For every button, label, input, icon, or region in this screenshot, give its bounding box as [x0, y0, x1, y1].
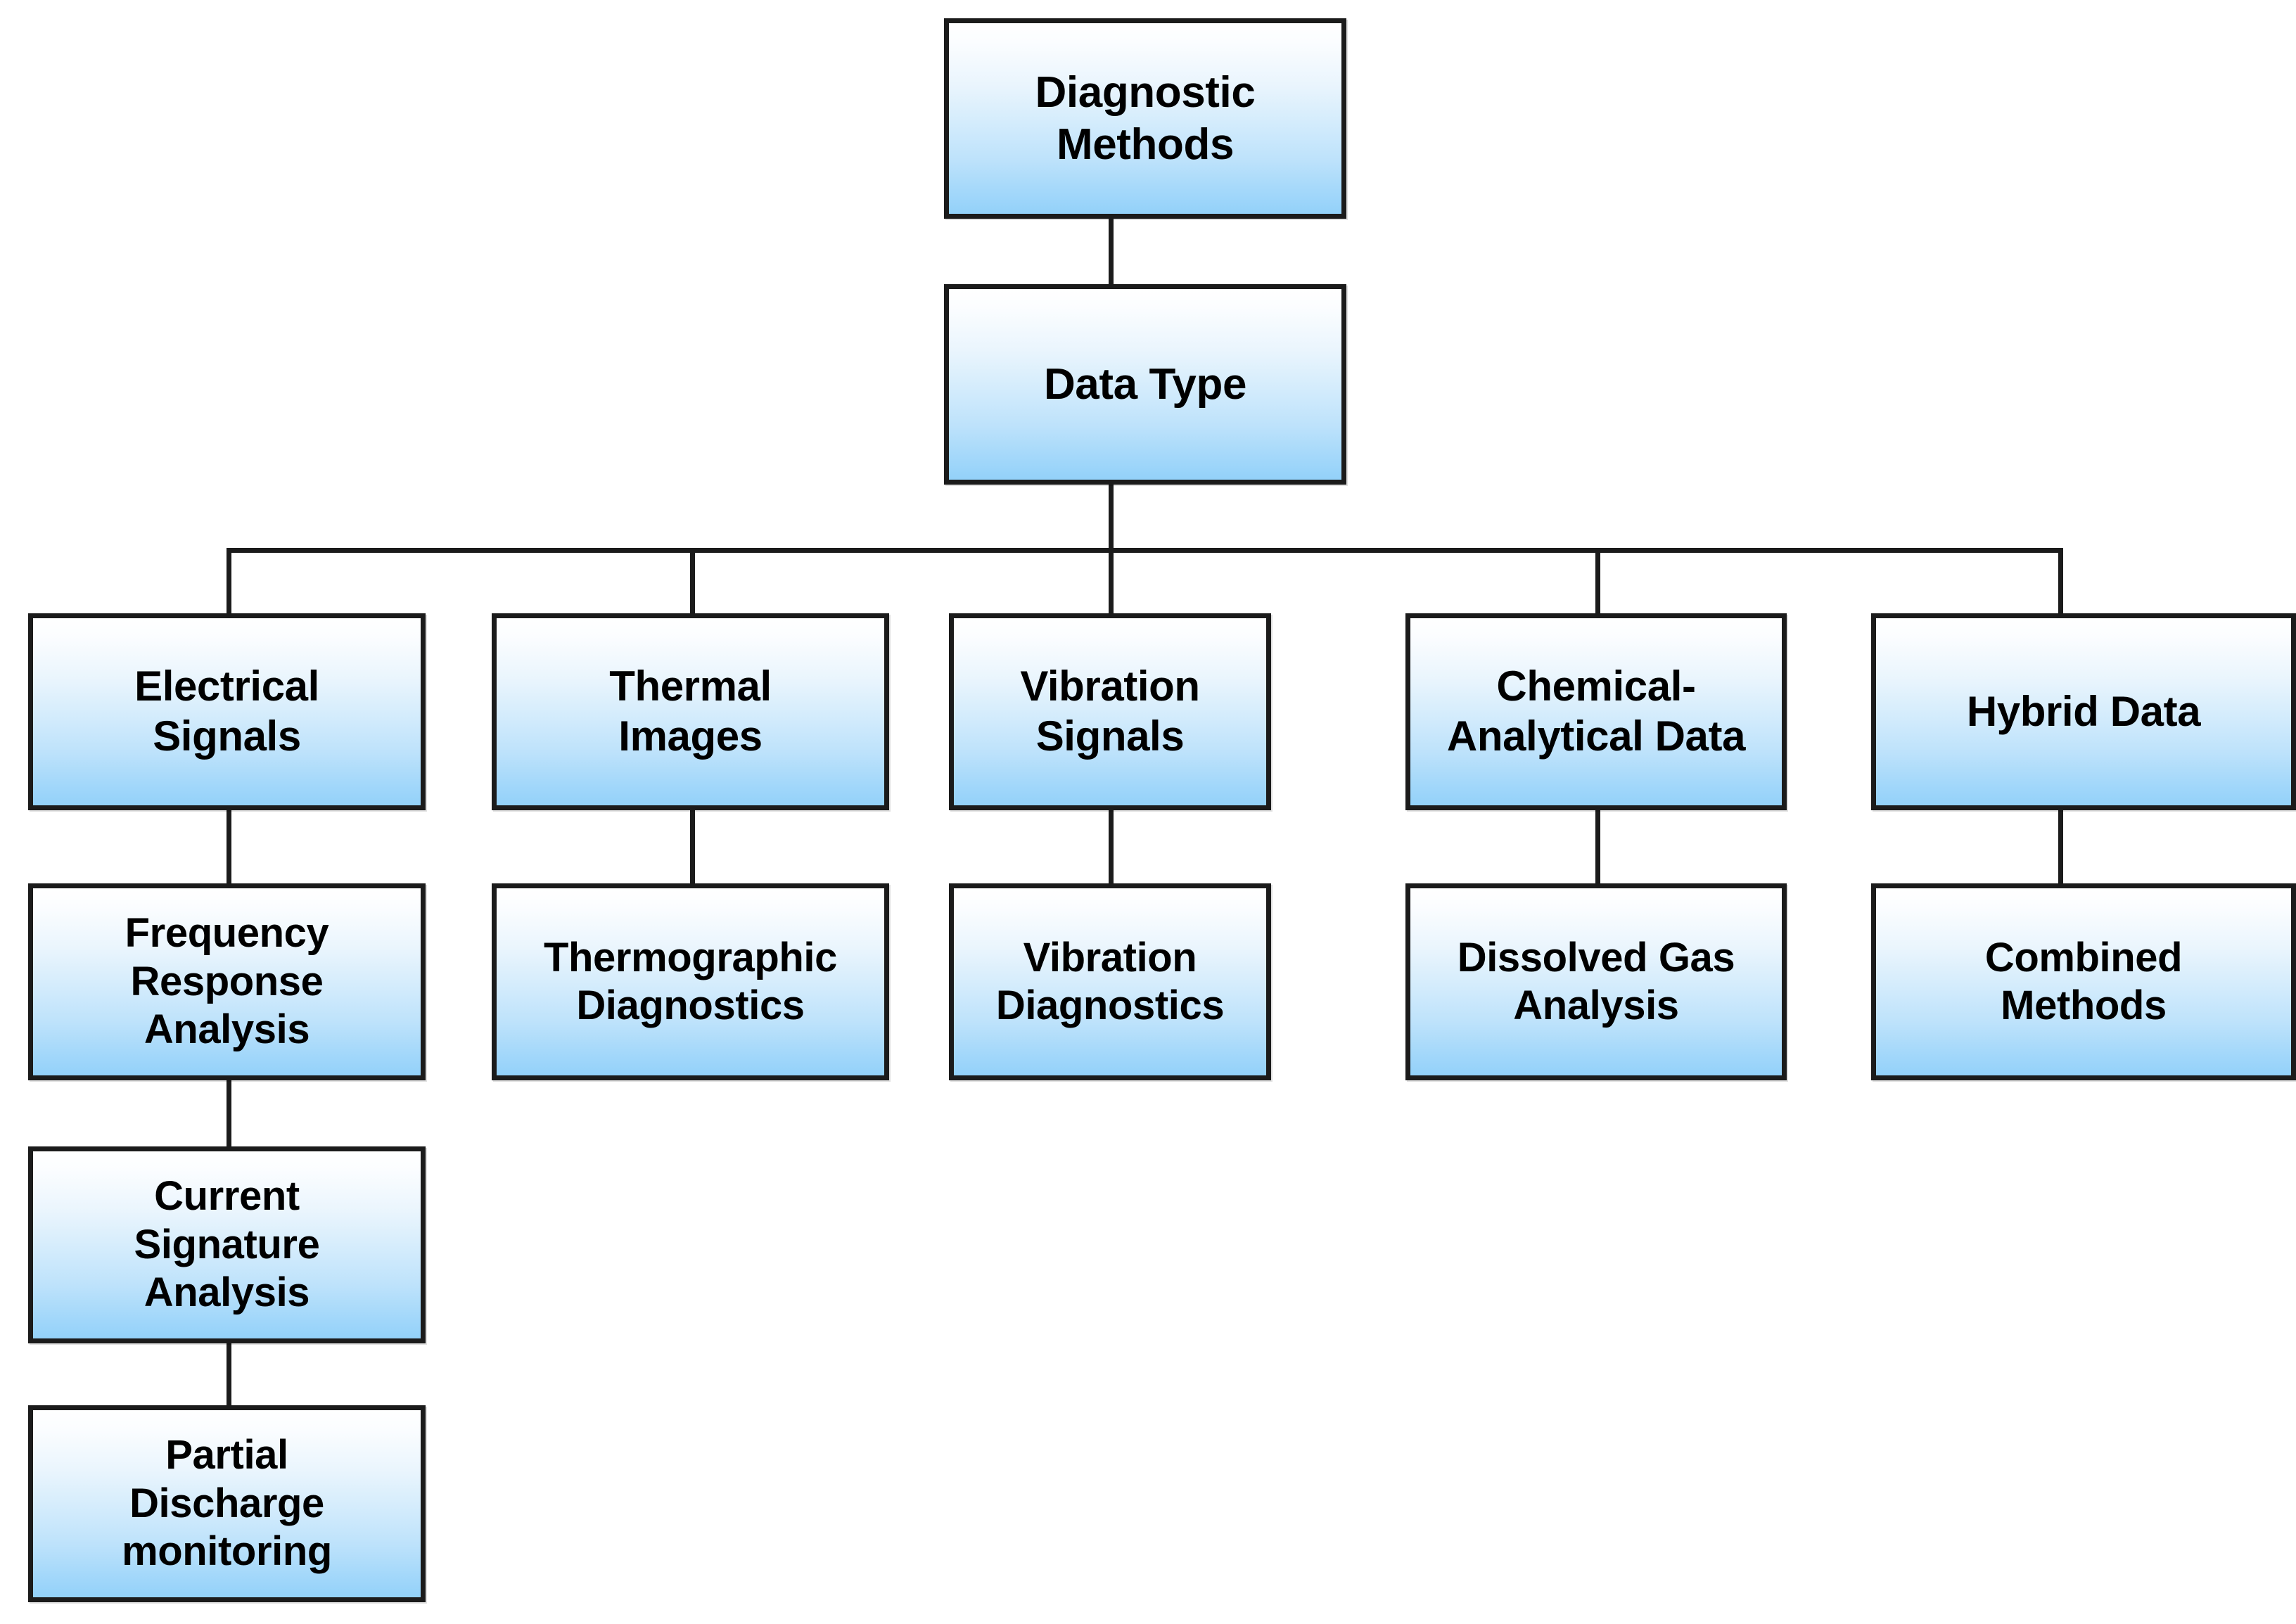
- connector-bus-to-hybrid: [2058, 548, 2063, 617]
- node-thermal-images[interactable]: Thermal Images: [492, 613, 889, 810]
- node-vibration-diagnostics[interactable]: Vibration Diagnostics: [949, 883, 1271, 1080]
- connector-vibration-to-vibdiag: [1109, 808, 1114, 885]
- node-current-signature-analysis[interactable]: Current Signature Analysis: [28, 1146, 426, 1343]
- node-label: Partial Discharge monitoring: [122, 1432, 332, 1575]
- connector-datatype-to-bus: [1109, 482, 1114, 553]
- node-label: Frequency Response Analysis: [125, 910, 329, 1053]
- node-electrical-signals[interactable]: Electrical Signals: [28, 613, 426, 810]
- connector-electrical-to-fra: [227, 808, 231, 885]
- connector-bus-to-vibration: [1109, 548, 1114, 617]
- node-label: Vibration Signals: [1020, 663, 1200, 760]
- node-label: Hybrid Data: [1966, 687, 2201, 735]
- connector-horizontal-bus: [229, 548, 2063, 553]
- node-frequency-response-analysis[interactable]: Frequency Response Analysis: [28, 883, 426, 1080]
- node-label: Diagnostic Methods: [1035, 68, 1256, 169]
- node-label: Dissolved Gas Analysis: [1457, 934, 1735, 1028]
- connector-root-to-datatype: [1109, 215, 1114, 284]
- connector-bus-to-chemical: [1595, 548, 1600, 617]
- node-thermographic-diagnostics[interactable]: Thermographic Diagnostics: [492, 883, 889, 1080]
- node-label: Chemical- Analytical Data: [1446, 663, 1746, 760]
- node-label: Thermal Images: [609, 663, 772, 760]
- connector-hybrid-to-combined: [2058, 808, 2063, 885]
- node-label: Thermographic Diagnostics: [544, 934, 837, 1028]
- connector-fra-to-csa: [227, 1078, 231, 1156]
- connector-csa-to-pd: [227, 1342, 231, 1419]
- node-dissolved-gas-analysis[interactable]: Dissolved Gas Analysis: [1405, 883, 1787, 1080]
- node-label: Data Type: [1043, 359, 1247, 409]
- node-label: Vibration Diagnostics: [995, 934, 1225, 1028]
- connector-bus-to-electrical: [227, 548, 231, 617]
- node-partial-discharge-monitoring[interactable]: Partial Discharge monitoring: [28, 1405, 426, 1602]
- node-label: Combined Methods: [1984, 934, 2183, 1028]
- connector-thermal-to-thermographic: [690, 808, 695, 885]
- node-label: Electrical Signals: [134, 663, 319, 760]
- node-hybrid-data[interactable]: Hybrid Data: [1871, 613, 2296, 810]
- node-vibration-signals[interactable]: Vibration Signals: [949, 613, 1271, 810]
- node-data-type[interactable]: Data Type: [944, 284, 1346, 485]
- node-chemical-analytical-data[interactable]: Chemical- Analytical Data: [1405, 613, 1787, 810]
- node-label: Current Signature Analysis: [134, 1173, 320, 1316]
- node-combined-methods[interactable]: Combined Methods: [1871, 883, 2296, 1080]
- connector-bus-to-thermal: [690, 548, 695, 617]
- connector-chemical-to-dga: [1595, 808, 1600, 885]
- node-diagnostic-methods[interactable]: Diagnostic Methods: [944, 18, 1346, 219]
